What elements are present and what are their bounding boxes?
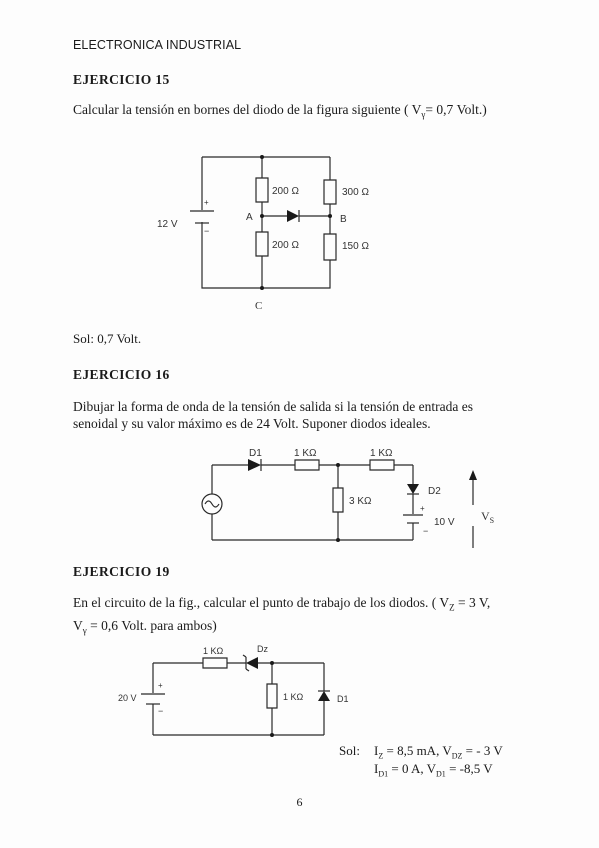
ex19-solution-label: Sol: — [339, 743, 360, 758]
ex15-diode-icon — [287, 210, 299, 222]
ex19-dz-label: Dz — [257, 644, 268, 654]
ex15-statement: Calcular la tensión en bornes del diodo … — [73, 101, 487, 124]
ex19-title: EJERCICIO 19 — [73, 564, 170, 579]
ex19-statement-line1: En el circuito de la fig., calcular el p… — [73, 594, 543, 617]
ex16-statement-line2: senoidal y su valor máximo es de 24 Volt… — [73, 416, 431, 431]
ex19-minus: − — [158, 706, 163, 716]
ex19-d1-label: D1 — [337, 694, 349, 704]
page-number: 6 — [296, 795, 303, 809]
ex16-r3-label: 3 KΩ — [349, 496, 372, 507]
page-header: ELECTRONICA INDUSTRIAL — [73, 38, 242, 52]
ex16-vs-arrow-icon — [469, 470, 477, 480]
ex16-d2-icon — [407, 484, 419, 494]
ex15-title: EJERCICIO 15 — [73, 72, 170, 87]
ex16-r2-label: 1 KΩ — [370, 448, 393, 459]
ex15-node-a: A — [246, 212, 253, 223]
ex15-r-top-right: 300 Ω — [342, 187, 369, 198]
ex15-statement-text: Calcular la tensión en bornes del diodo … — [73, 102, 422, 117]
ex15-statement-sub: γ — [421, 109, 426, 120]
ex15-r-top-left: 200 Ω — [272, 186, 299, 197]
ex16-battery-label: 10 V — [434, 517, 455, 528]
ex15-source-label: 12 V — [157, 219, 178, 230]
ex15-node-c: C — [255, 300, 262, 312]
ex16-d1-icon — [248, 459, 261, 471]
ex19-plus: + — [158, 681, 163, 690]
ex15-r-bottom-right: 150 Ω — [342, 241, 369, 252]
ex19-sol1-i: I — [374, 743, 379, 758]
ex19-statement-line1-text: En el circuito de la fig., calcular el p… — [73, 595, 450, 610]
ex19-sol1-sub2: DZ — [451, 751, 463, 761]
ex19-r2-label: 1 KΩ — [283, 692, 304, 702]
ex15-solution: Sol: 0,7 Volt. — [73, 331, 142, 346]
ex19-statement-line2-sub: γ — [82, 625, 87, 636]
ex19-statement: En el circuito de la fig., calcular el p… — [73, 594, 543, 639]
ex19-sol2-sub: D1 — [378, 769, 389, 779]
ex16-vout-label: VS — [481, 509, 494, 525]
ex19-statement-line2-text: V — [73, 617, 83, 633]
ex15-plus: + — [204, 198, 209, 207]
ex19-sol1-sub: Z — [378, 751, 384, 761]
ex19-sol2-mid: = 0 A, V — [388, 761, 437, 776]
ex19-sol2-sub2: D1 — [436, 769, 446, 779]
ex19-statement-line1-end: = 3 V, — [454, 595, 491, 610]
ex19-solution-line1: IZ = 8,5 mA, VDZ = - 3 V — [374, 743, 503, 761]
ex16-d2-label: D2 — [428, 486, 441, 497]
ex19-statement-line1-sub: Z — [449, 602, 455, 613]
ex15-node-b: B — [340, 214, 347, 225]
ex16-d1-label: D1 — [249, 448, 262, 459]
ex19-sol1-mid: = 8,5 mA, V — [383, 743, 452, 758]
ex19-source-label: 20 V — [118, 693, 137, 703]
ex15-r-bottom-left: 200 Ω — [272, 240, 299, 251]
ex16-statement: Dibujar la forma de onda de la tensión d… — [73, 398, 543, 432]
ex19-d1-icon — [318, 691, 330, 701]
ex15-minus: − — [204, 226, 209, 236]
ex19-sol1-end: = - 3 V — [462, 743, 503, 758]
ex19-statement-line2-end: = 0,6 Volt. para ambos) — [86, 617, 217, 633]
ex19-r1-label: 1 KΩ — [203, 646, 224, 656]
ex19-sol2-end: = -8,5 V — [445, 761, 493, 776]
ex19-statement-line2: Vγ = 0,6 Volt. para ambos) — [73, 617, 543, 640]
ex19-sol2-i: I — [374, 761, 379, 776]
ex19-zener-icon — [246, 657, 258, 669]
ex16-battery-minus: − — [423, 526, 428, 536]
ex16-r1-label: 1 KΩ — [294, 448, 317, 459]
ex16-battery-plus: + — [420, 504, 425, 513]
ex16-title: EJERCICIO 16 — [73, 367, 170, 382]
ex16-vout-sub: S — [490, 516, 494, 525]
ex16-statement-line1: Dibujar la forma de onda de la tensión d… — [73, 399, 473, 414]
ex15-statement-end: = 0,7 Volt.) — [425, 102, 487, 117]
ex16-vout-v: V — [481, 509, 490, 523]
ex19-solution-line2: ID1 = 0 A, VD1 = -8,5 V — [374, 761, 493, 779]
